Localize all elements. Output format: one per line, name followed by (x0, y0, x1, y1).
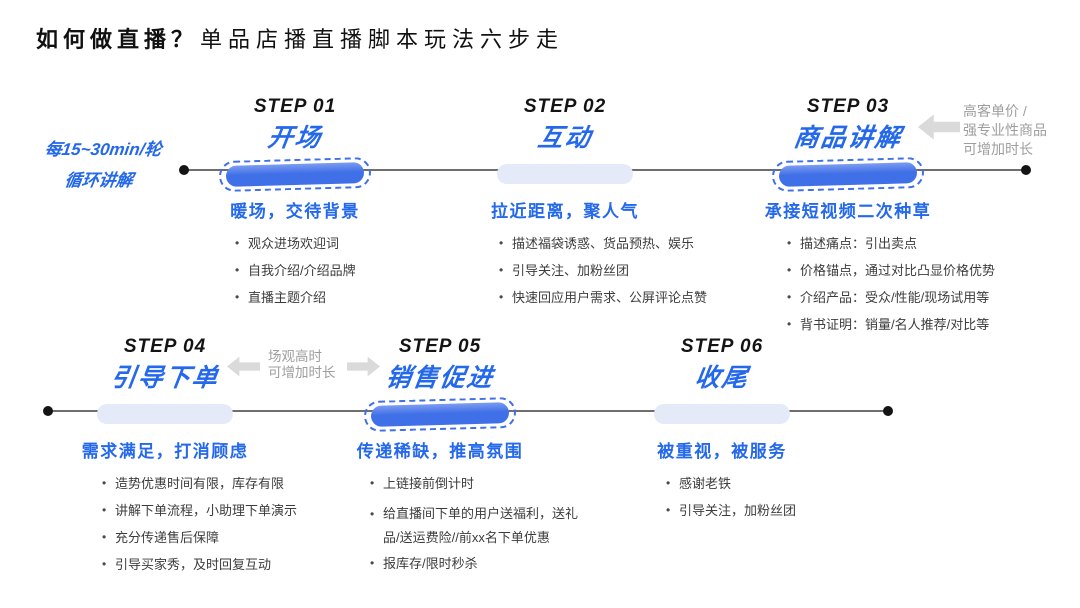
step-03-subtitle: 承接短视频二次种草 (764, 202, 932, 221)
arrow-right-icon (347, 355, 380, 378)
bullet-item: 价格锚点，通过对比凸显价格优势 (787, 262, 998, 279)
bullet-item: 描述福袋诱惑、货品预热、娱乐 (499, 235, 715, 252)
step-01-marker (145, 156, 445, 192)
step-01: STEP 01 开场 暖场，交待背景 观众进场欢迎词 自我介绍/介绍品牌 直播主… (145, 96, 445, 316)
step-05-subtitle: 传递稀缺，推高氛围 (356, 442, 524, 461)
step-05: STEP 05 销售促进 传递稀缺，推高氛围 上链接前倒计时 给直播间下单的用户… (290, 336, 590, 582)
bullet-item: 自我介绍/介绍品牌 (235, 262, 445, 279)
bullet-item: 介绍产品：受众/性能/现场试用等 (787, 289, 998, 306)
bullet-item: 上链接前倒计时 (370, 475, 590, 492)
mid-note: 场观高时 可增加时长 (268, 349, 336, 381)
timeline-end-dot (883, 406, 893, 416)
step-06-subtitle: 被重视，被服务 (657, 442, 787, 461)
step-02-marker (415, 158, 715, 190)
step-03-bullets: 描述痛点：引出卖点 价格锚点，通过对比凸显价格优势 介绍产品：受众/性能/现场试… (698, 235, 998, 333)
bullet-item: 快速回应用户需求、公屏评论点赞 (499, 289, 715, 306)
step-04-subtitle: 需求满足，打消顾虑 (81, 442, 249, 461)
step-03: STEP 03 商品讲解 承接短视频二次种草 描述痛点：引出卖点 价格锚点，通过… (698, 96, 998, 343)
step-pill (497, 164, 633, 184)
bullet-item: 观众进场欢迎词 (235, 235, 445, 252)
step-05-bullets: 上链接前倒计时 给直播间下单的用户送福利，送礼品/送运费险//前xx名下单优惠 … (290, 475, 590, 572)
bullet-item: 引导关注，加粉丝团 (666, 502, 872, 519)
step-02: STEP 02 互动 拉近距离，聚人气 描述福袋诱惑、货品预热、娱乐 引导关注、… (415, 96, 715, 316)
bullet-item: 造势优惠时间有限，库存有限 (102, 475, 315, 492)
step-01-name: 开场 (266, 124, 324, 152)
step-highlight-outline (363, 396, 517, 432)
page-title-regular: 单品店播直播脚本玩法六步走 (200, 27, 565, 52)
step-04-bullets: 造势优惠时间有限，库存有限 讲解下单流程，小助理下单演示 充分传递售后保障 引导… (15, 475, 315, 573)
step-highlight-outline (218, 156, 372, 192)
arrow-left-icon (918, 113, 960, 141)
step-pill (778, 161, 918, 187)
step-04-marker (15, 398, 315, 430)
step-04-label: STEP 04 (123, 336, 207, 357)
step-pill (654, 404, 790, 424)
step-06-name: 收尾 (693, 364, 751, 392)
step-02-label: STEP 02 (523, 96, 607, 117)
bullet-item: 报库存/限时秒杀 (370, 555, 590, 572)
timeline-start-dot (179, 165, 189, 175)
page-title: 如何做直播？单品店播直播脚本玩法六步走 (36, 22, 564, 54)
step-02-subtitle: 拉近距离，聚人气 (491, 202, 639, 221)
step-01-label: STEP 01 (253, 96, 337, 117)
step-highlight-outline (771, 156, 925, 192)
page-title-bold: 如何做直播？ (36, 27, 199, 52)
step-01-bullets: 观众进场欢迎词 自我介绍/介绍品牌 直播主题介绍 (145, 235, 445, 306)
bullet-item: 讲解下单流程，小助理下单演示 (102, 502, 315, 519)
timeline-end-dot (1021, 165, 1031, 175)
step-01-subtitle: 暖场，交待背景 (230, 202, 360, 221)
side-note-line: 高客单价 / (963, 103, 1027, 119)
mid-note-line: 可增加时长 (268, 365, 336, 380)
step-02-name: 互动 (536, 124, 594, 152)
mid-note-line: 场观高时 (268, 349, 322, 364)
bullet-item: 引导买家秀，及时回复互动 (102, 556, 315, 573)
step-05-label: STEP 05 (398, 336, 482, 357)
bullet-item: 充分传递售后保障 (102, 529, 315, 546)
step-06: STEP 06 收尾 被重视，被服务 感谢老铁 引导关注，加粉丝团 (572, 336, 872, 529)
bullet-item: 背书证明：销量/名人推荐/对比等 (787, 316, 998, 333)
step-06-label: STEP 06 (680, 336, 764, 357)
step-02-bullets: 描述福袋诱惑、货品预热、娱乐 引导关注、加粉丝团 快速回应用户需求、公屏评论点赞 (415, 235, 715, 306)
bullet-item: 感谢老铁 (666, 475, 872, 492)
bullet-item: 给直播间下单的用户送福利，送礼品/送运费险//前xx名下单优惠 (370, 502, 590, 550)
arrow-left-icon (227, 355, 260, 378)
step-06-bullets: 感谢老铁 引导关注，加粉丝团 (572, 475, 872, 519)
side-note: 高客单价 / 强专业性商品 可增加时长 (963, 102, 1047, 159)
bullet-item: 引导关注、加粉丝团 (499, 262, 715, 279)
step-06-marker (572, 398, 872, 430)
side-note-line: 强专业性商品 (963, 122, 1047, 138)
side-note-line: 可增加时长 (963, 141, 1033, 157)
step-04: STEP 04 引导下单 需求满足，打消顾虑 造势优惠时间有限，库存有限 讲解下… (15, 336, 315, 583)
bullet-item: 直播主题介绍 (235, 289, 445, 306)
step-pill (97, 404, 233, 424)
bullet-item: 描述痛点：引出卖点 (787, 235, 998, 252)
step-03-marker (698, 156, 998, 192)
step-03-label: STEP 03 (806, 96, 890, 117)
timeline-start-dot (43, 406, 53, 416)
step-05-marker (290, 396, 590, 432)
step-pill (225, 161, 365, 187)
step-pill (370, 401, 510, 427)
